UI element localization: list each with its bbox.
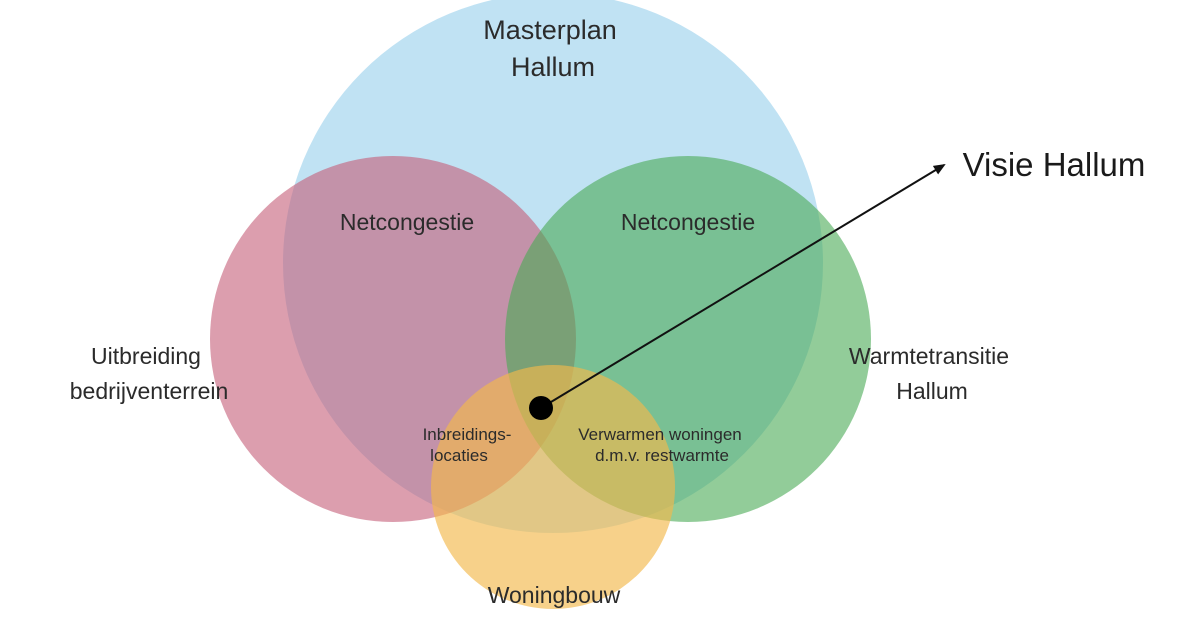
label-restwarmte-line1: Verwarmen woningen (578, 425, 741, 444)
circle-woningbouw (431, 365, 675, 609)
label-overlap-left: Netcongestie (340, 209, 474, 235)
label-woningbouw: Woningbouw (488, 582, 621, 608)
label-warmtetransitie-line2: Hallum (896, 378, 968, 404)
center-dot (529, 396, 553, 420)
label-bedrijventerrein-line2: bedrijventerrein (70, 378, 229, 404)
label-bedrijventerrein-line1: Uitbreiding (91, 343, 201, 369)
label-inbreidings-line1: Inbreidings- (423, 425, 512, 444)
label-overlap-right: Netcongestie (621, 209, 755, 235)
label-masterplan-line1: Masterplan (483, 15, 617, 45)
pointer-arrow (540, 163, 946, 409)
label-masterplan-line2: Hallum (511, 52, 595, 82)
label-warmtetransitie-line1: Warmtetransitie (849, 343, 1009, 369)
label-visie-hallum: Visie Hallum (963, 146, 1146, 183)
label-inbreidings-line2: locaties (430, 446, 488, 465)
label-restwarmte-line2: d.m.v. restwarmte (595, 446, 729, 465)
